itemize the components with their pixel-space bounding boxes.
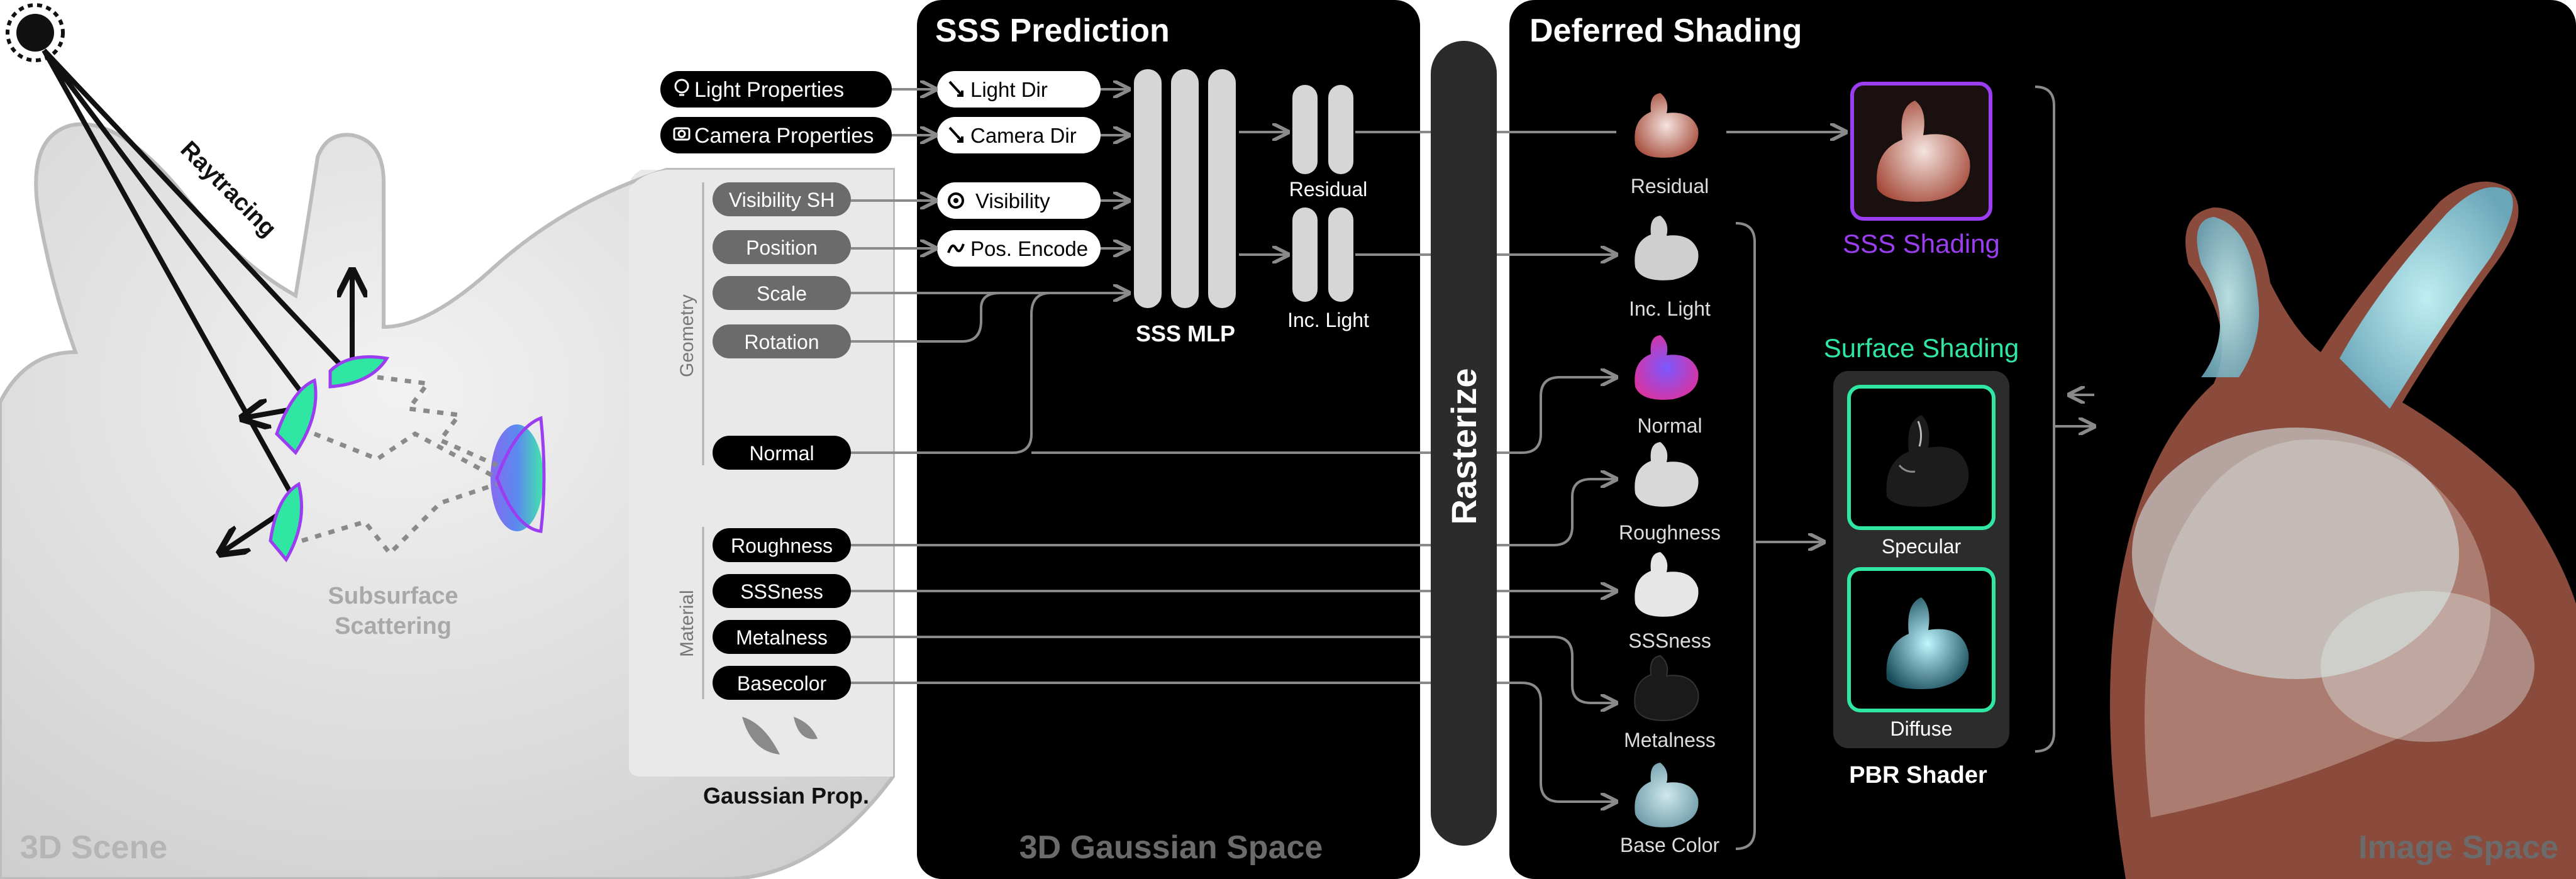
material-pill-roughness: Roughness: [713, 528, 851, 562]
svg-text:SSSness: SSSness: [740, 580, 823, 603]
arrow-down-right-icon: [948, 126, 963, 143]
scene-label: 3D Scene: [20, 829, 167, 866]
geometry-pill-visibility-sh: Visibility SH: [713, 182, 851, 216]
output-residual: [1292, 85, 1353, 174]
gaussian-prop-title: Gaussian Prop.: [703, 783, 869, 809]
lens-left-mid: [275, 378, 318, 455]
lens-left-top: [328, 355, 390, 389]
surface-shading-label: Surface Shading: [1824, 333, 2019, 363]
svg-text:Normal: Normal: [1637, 414, 1702, 437]
gaussian-leaf-icon: [742, 717, 818, 755]
pbr-specular: Specular: [1847, 385, 1996, 558]
output-inc-light: [1292, 207, 1353, 302]
encoder-pos-encode: Pos. Encode: [937, 230, 1101, 267]
encoder-visibility: Visibility: [937, 182, 1101, 219]
map-metalness: Metalness: [1624, 655, 1716, 751]
connector-lines: [851, 87, 2094, 850]
rasterize-label: Rasterize: [1444, 368, 1484, 524]
map-base-color: Base Color: [1620, 763, 1720, 856]
svg-text:Basecolor: Basecolor: [737, 672, 827, 695]
output-residual-label: Residual: [1289, 178, 1368, 201]
gear-icon: [948, 192, 964, 209]
light-source-icon: [6, 3, 65, 62]
sss-prediction-panel: SSS Prediction Light Dir Camera Dir Visi…: [917, 0, 1420, 879]
map-sssness: SSSness: [1628, 552, 1711, 652]
gaussian-space-label: 3D Gaussian Space: [1019, 829, 1323, 866]
material-pill-metalness: Metalness: [713, 620, 851, 654]
sss-shading-label: SSS Shading: [1843, 229, 2000, 258]
encoder-light-dir: Light Dir: [937, 71, 1101, 108]
geometry-pill-scale: Scale: [713, 276, 851, 310]
camera-properties-pill: Camera Properties: [660, 117, 892, 153]
lens-right: [491, 416, 546, 533]
lightbulb-icon: [674, 79, 689, 96]
material-pill-basecolor: Basecolor: [713, 666, 851, 700]
gaussian-prop-panel: Light Properties Camera Properties Geome…: [660, 71, 892, 809]
pbr-diffuse: Diffuse: [1847, 567, 1996, 740]
svg-text:Base Color: Base Color: [1620, 834, 1720, 856]
svg-text:Position: Position: [746, 236, 818, 259]
light-properties-label: Light Properties: [694, 78, 844, 102]
sss-shading-box: SSS Shading: [1843, 82, 2000, 258]
sss-label-line2: Scattering: [335, 613, 452, 639]
svg-text:Camera Dir: Camera Dir: [970, 124, 1077, 147]
sss-prediction-title: SSS Prediction: [935, 13, 1170, 49]
camera-properties-label: Camera Properties: [694, 124, 874, 148]
geometry-pill-position: Position: [713, 230, 851, 264]
svg-text:Inc. Light: Inc. Light: [1629, 297, 1711, 320]
svg-text:Roughness: Roughness: [1619, 521, 1721, 544]
svg-text:Rotation: Rotation: [744, 331, 819, 353]
svg-text:Diffuse: Diffuse: [1890, 717, 1952, 740]
light-properties-pill: Light Properties: [660, 71, 892, 108]
svg-text:Visibility: Visibility: [975, 189, 1050, 213]
scattering-paths: [301, 375, 498, 557]
geometry-group-label: Geometry: [677, 294, 697, 377]
pbr-shader-box: Specular Diffuse: [1833, 371, 2009, 748]
svg-text:Scale: Scale: [757, 282, 807, 305]
sss-label-line1: Subsurface: [328, 583, 458, 609]
svg-text:Roughness: Roughness: [731, 534, 833, 557]
svg-text:Residual: Residual: [1631, 175, 1709, 197]
pbr-shader-label: PBR Shader: [1849, 762, 1987, 788]
material-pill-sssness: SSSness: [713, 574, 851, 608]
map-roughness: Roughness: [1619, 442, 1721, 544]
rasterize-bar: Rasterize: [1431, 41, 1497, 846]
svg-text:SSSness: SSSness: [1628, 629, 1711, 652]
rendered-bunny: Image Space: [2110, 181, 2576, 879]
image-space-label: Image Space: [2358, 829, 2558, 866]
deferred-shading-title: Deferred Shading: [1530, 13, 1802, 49]
geometry-pill-normal: Normal: [713, 436, 851, 470]
svg-text:Light Dir: Light Dir: [970, 78, 1048, 101]
output-inc-light-label: Inc. Light: [1287, 309, 1369, 331]
material-group-label: Material: [677, 590, 697, 657]
arrow-down-right-icon: [948, 80, 963, 97]
sss-mlp-label: SSS MLP: [1136, 321, 1235, 346]
svg-text:Metalness: Metalness: [1624, 729, 1716, 751]
map-normal: Normal: [1635, 335, 1702, 437]
wave-icon: [947, 243, 965, 253]
map-residual: Residual: [1631, 93, 1709, 197]
map-inc-light: Inc. Light: [1629, 216, 1711, 320]
encoder-camera-dir: Camera Dir: [937, 117, 1101, 153]
svg-text:Metalness: Metalness: [736, 626, 828, 649]
geometry-pill-rotation: Rotation: [713, 324, 851, 358]
svg-text:Specular: Specular: [1882, 535, 1962, 558]
svg-text:Visibility SH: Visibility SH: [729, 189, 835, 211]
svg-text:Normal: Normal: [749, 442, 814, 465]
sss-mlp: [1134, 69, 1236, 308]
camera-icon: [673, 127, 691, 141]
lens-left-low: [269, 482, 303, 563]
svg-text:Pos. Encode: Pos. Encode: [970, 237, 1088, 260]
